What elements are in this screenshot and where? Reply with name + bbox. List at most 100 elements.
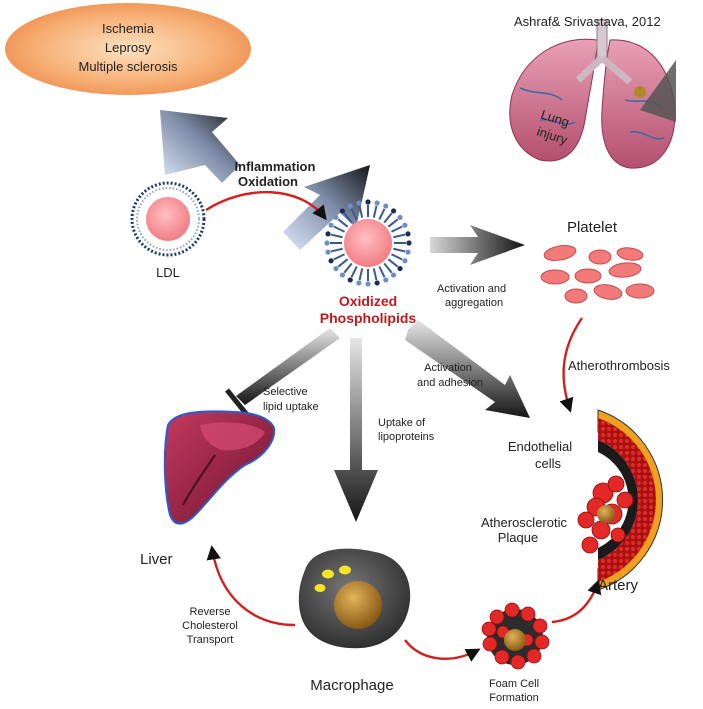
phospholipid-head (356, 280, 362, 286)
phospholipid-head (333, 214, 339, 221)
activation-aggregation-2: aggregation (445, 297, 503, 309)
phospholipid-head (383, 277, 389, 283)
phospholipid-head (397, 265, 403, 272)
arrow-to-macrophage (334, 338, 378, 522)
platelet-label: Platelet (567, 219, 618, 236)
phospholipid-tail (337, 258, 349, 268)
phospholipid-tail (358, 268, 364, 281)
uptake-lipoproteins-2: lipoproteins (378, 431, 435, 443)
arrow-ldl-to-oxpl (205, 191, 327, 221)
phospholipid-head (405, 231, 411, 237)
disease-ischemia: Ischemia (102, 21, 155, 36)
disease-leprosy: Leprosy (105, 40, 152, 55)
plaque-core (597, 505, 615, 523)
phospholipid-tail (343, 262, 353, 274)
disease-group: Ischemia Leprosy Multiple sclerosis (5, 3, 251, 95)
phospholipid-head (365, 199, 371, 205)
phospholipid-head (374, 280, 380, 286)
activation-adhesion-1: Activation (424, 362, 472, 374)
endothelial-label-1: Endothelial (508, 439, 572, 454)
reverse-transport-3: Transport (187, 634, 234, 646)
phospholipid-tail (393, 233, 406, 239)
phospholipid-head (390, 208, 397, 214)
phospholipid-tail (372, 205, 378, 218)
ldl-particle (130, 181, 206, 257)
phospholipid-tail (333, 253, 346, 261)
foam-cell-label-2: Formation (489, 692, 539, 704)
phospholipid-tail (330, 233, 343, 239)
inhibit-to-liver (236, 328, 340, 405)
phospholipid-head (339, 208, 346, 214)
phospholipid-tail (330, 247, 343, 253)
lung-illustration: Lung injury (509, 19, 676, 169)
reverse-transport-1: Reverse (190, 606, 231, 618)
reverse-transport-2: Cholesterol (182, 620, 238, 632)
phospholipid-tail (390, 225, 403, 233)
arrow-to-platelet (430, 225, 525, 265)
disease-multiple-sclerosis: Multiple sclerosis (79, 59, 178, 74)
oxpl-label-2: Phospholipids (320, 310, 417, 326)
arrow-atherothrombosis (559, 317, 583, 413)
phospholipid-head (356, 200, 362, 206)
phospholipid-head (339, 272, 346, 278)
phospholipid-tail (383, 262, 393, 274)
activation-adhesion-2: and adhesion (417, 377, 483, 389)
phospholipid-tail (390, 253, 403, 261)
selective-uptake-2: lipid uptake (263, 401, 319, 413)
inflammation-label: Inflammation (235, 159, 316, 174)
phospholipid-head (397, 214, 403, 221)
phospholipid-head (406, 240, 412, 246)
phospholipid-head (402, 222, 408, 228)
phospholipid-head (365, 281, 371, 287)
endothelial-label-2: cells (535, 456, 562, 471)
arrow-macrophage-to-foam (404, 639, 481, 662)
phospholipid-tail (378, 208, 386, 221)
phospholipid-head (347, 203, 353, 209)
plaque-label-2: Plaque (498, 530, 538, 545)
phospholipid-head (328, 222, 334, 228)
arrow-to-diseases (160, 110, 240, 183)
phospholipid-tail (350, 265, 358, 278)
phospholipid-tail (387, 258, 399, 268)
phospholipid-tail (343, 212, 353, 224)
citation: Ashraf& Srivastava, 2012 (514, 14, 661, 29)
artery-label: Artery (598, 577, 639, 594)
phospholipid-head (325, 249, 331, 255)
liver-illustration (163, 410, 276, 525)
phospholipid-tail (333, 225, 346, 233)
phospholipid-head (333, 265, 339, 272)
arrow-reverse-transport (206, 545, 296, 627)
selective-uptake-1: Selective (263, 386, 308, 398)
platelet-cluster (540, 245, 655, 304)
macrophage-label: Macrophage (310, 677, 393, 694)
phospholipid-tail (372, 268, 378, 281)
oxidation-label: Oxidation (238, 174, 298, 189)
ldl-label: LDL (156, 265, 180, 280)
phospholipid-head (347, 277, 353, 283)
foam-cell (481, 602, 550, 670)
phospholipid-tail (350, 208, 358, 221)
phospholipid-head (402, 258, 408, 264)
phospholipid-tail (337, 218, 349, 228)
activation-aggregation-1: Activation and (437, 283, 506, 295)
oxpl-label-1: Oxidized (339, 293, 397, 309)
phospholipid-head (405, 249, 411, 255)
phospholipid-tail (383, 212, 393, 224)
oxpl-particle (324, 199, 412, 287)
atherothrombosis-label: Atherothrombosis (568, 358, 670, 373)
phospholipid-tail (358, 205, 364, 218)
uptake-lipoproteins-1: Uptake of (378, 417, 426, 429)
disease-ellipse (5, 3, 251, 95)
phospholipid-head (383, 203, 389, 209)
foam-cell-label-1: Foam Cell (489, 678, 539, 690)
phospholipid-head (374, 200, 380, 206)
artery-illustration (597, 409, 664, 591)
macrophage (298, 548, 411, 649)
inhibit-bar (225, 388, 250, 418)
phospholipid-head (328, 258, 334, 264)
phospholipid-tail (387, 218, 399, 228)
phospholipid-tail (378, 265, 386, 278)
phospholipid-head (325, 231, 331, 237)
arrow-foam-to-artery (551, 579, 602, 624)
